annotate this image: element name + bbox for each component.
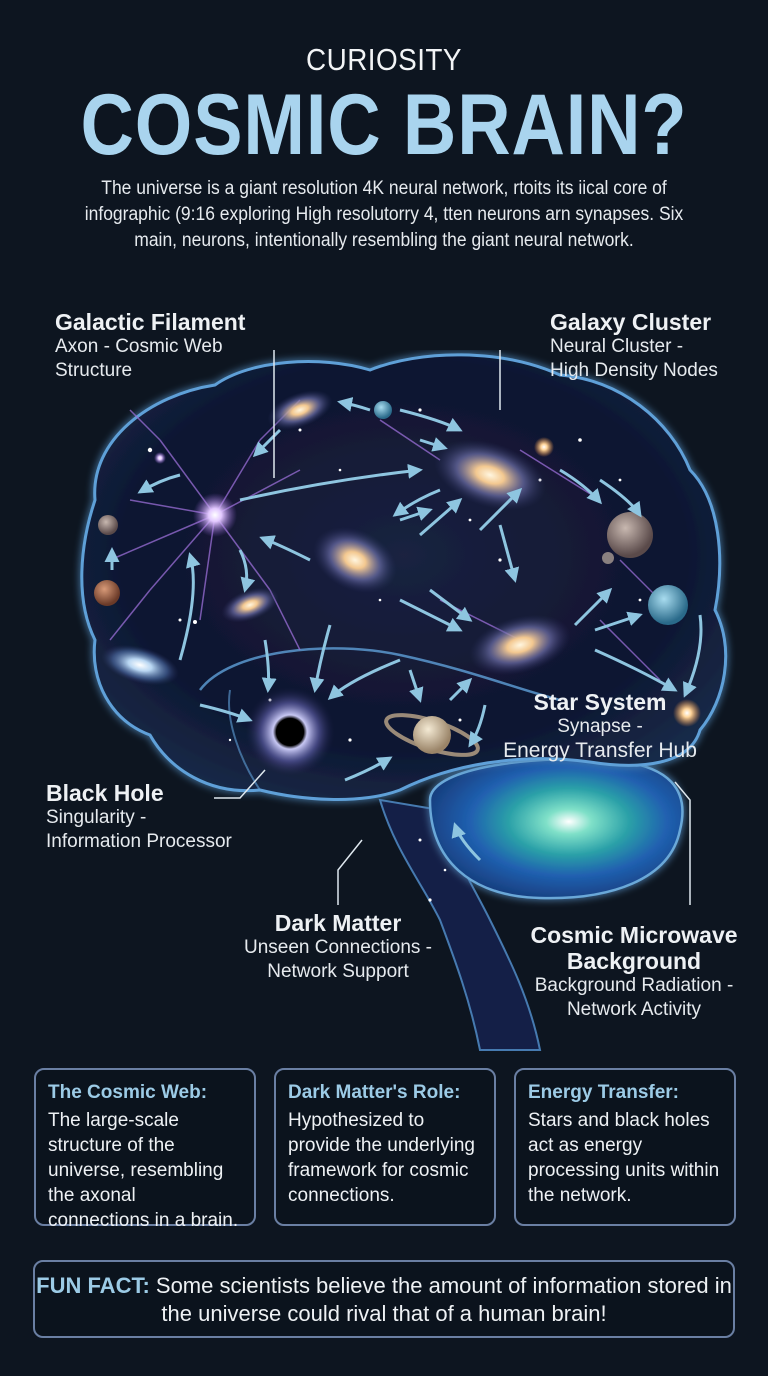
label-title: Cosmic Microwave [530,922,738,948]
card-title: Energy Transfer: [528,1082,679,1103]
ringed-planet-icon [384,713,480,757]
fun-fact-text: Some scientists believe the amount of in… [149,1273,732,1326]
cosmic-brain-illustration [0,350,768,1070]
label-line: Axon - Cosmic Web [55,336,223,357]
leader-lines [214,350,691,905]
label-line: Synapse - [557,716,643,737]
label-black-hole: Black Hole Singularity - Information Pro… [46,780,232,854]
label-cmb: Cosmic Microwave Background Background R… [518,922,750,1022]
kicker-text: CURIOSITY [306,42,462,77]
galaxy-icon [101,644,179,686]
label-line: Singularity - [46,807,147,828]
neuron-star [193,493,237,537]
label-line: Background Radiation - [534,975,734,996]
label-dark-matter: Dark Matter Unseen Connections - Network… [218,910,458,984]
spiral-galaxy-icon [313,527,397,593]
label-line: Energy Transfer Hub [503,739,697,762]
card-body: The large-scale structure of the univers… [48,1110,239,1231]
fun-fact-label: FUN FACT: [36,1273,150,1298]
galaxy-icon [267,390,333,430]
brain-graphic [80,350,728,1051]
label-title: Star System [533,689,667,715]
planet-icon [648,585,688,625]
planet-icon [98,515,118,535]
card-title: Dark Matter's Role: [288,1082,461,1103]
label-title: Galactic Filament [55,309,246,335]
label-line: Network Support [267,961,409,982]
planet-icon [607,512,653,558]
card-body: Hypothesized to provide the underlying f… [288,1110,475,1206]
label-galactic-filament: Galactic Filament Axon - Cosmic Web Stru… [55,309,245,383]
planet-icon [374,401,392,419]
moon-icon [602,552,614,564]
cerebellum-cmb [428,757,684,900]
label-line: Network Activity [566,999,702,1020]
card-cosmic-web: The Cosmic Web: The large-scale structur… [34,1068,256,1231]
label-line: High Density Nodes [550,360,718,381]
intro-paragraph: The universe is a giant resolution 4K ne… [84,178,684,251]
star-system-icon [673,699,701,727]
card-dark-matter-role: Dark Matter's Role: Hypothesized to prov… [274,1068,496,1226]
page-title: COSMIC BRAIN? [80,77,688,173]
label-galaxy-cluster: Galaxy Cluster Neural Cluster - High Den… [550,309,718,383]
cerebrum [80,353,728,801]
label-star-system: Star System Synapse - Energy Transfer Hu… [480,689,720,763]
galaxy-icon [221,587,279,623]
bright-star-icon [534,437,554,457]
label-line: Unseen Connections - [244,937,432,958]
label-title: Galaxy Cluster [550,309,712,335]
label-title: Dark Matter [274,910,402,936]
card-title: The Cosmic Web: [48,1082,208,1103]
label-title: Black Hole [46,780,164,806]
label-line: Information Processor [46,831,232,852]
label-title: Background [566,948,702,974]
galaxy-icon [469,614,571,676]
label-line: Neural Cluster - [550,336,684,357]
fun-fact-box: FUN FACT: Some scientists believe the am… [33,1260,735,1338]
planet-icon [94,580,120,606]
card-body: Stars and black holes act as energy proc… [528,1110,720,1206]
label-line: Structure [55,360,133,381]
connection-arrows [104,396,703,862]
card-energy-transfer: Energy Transfer: Stars and black holes a… [514,1068,736,1226]
